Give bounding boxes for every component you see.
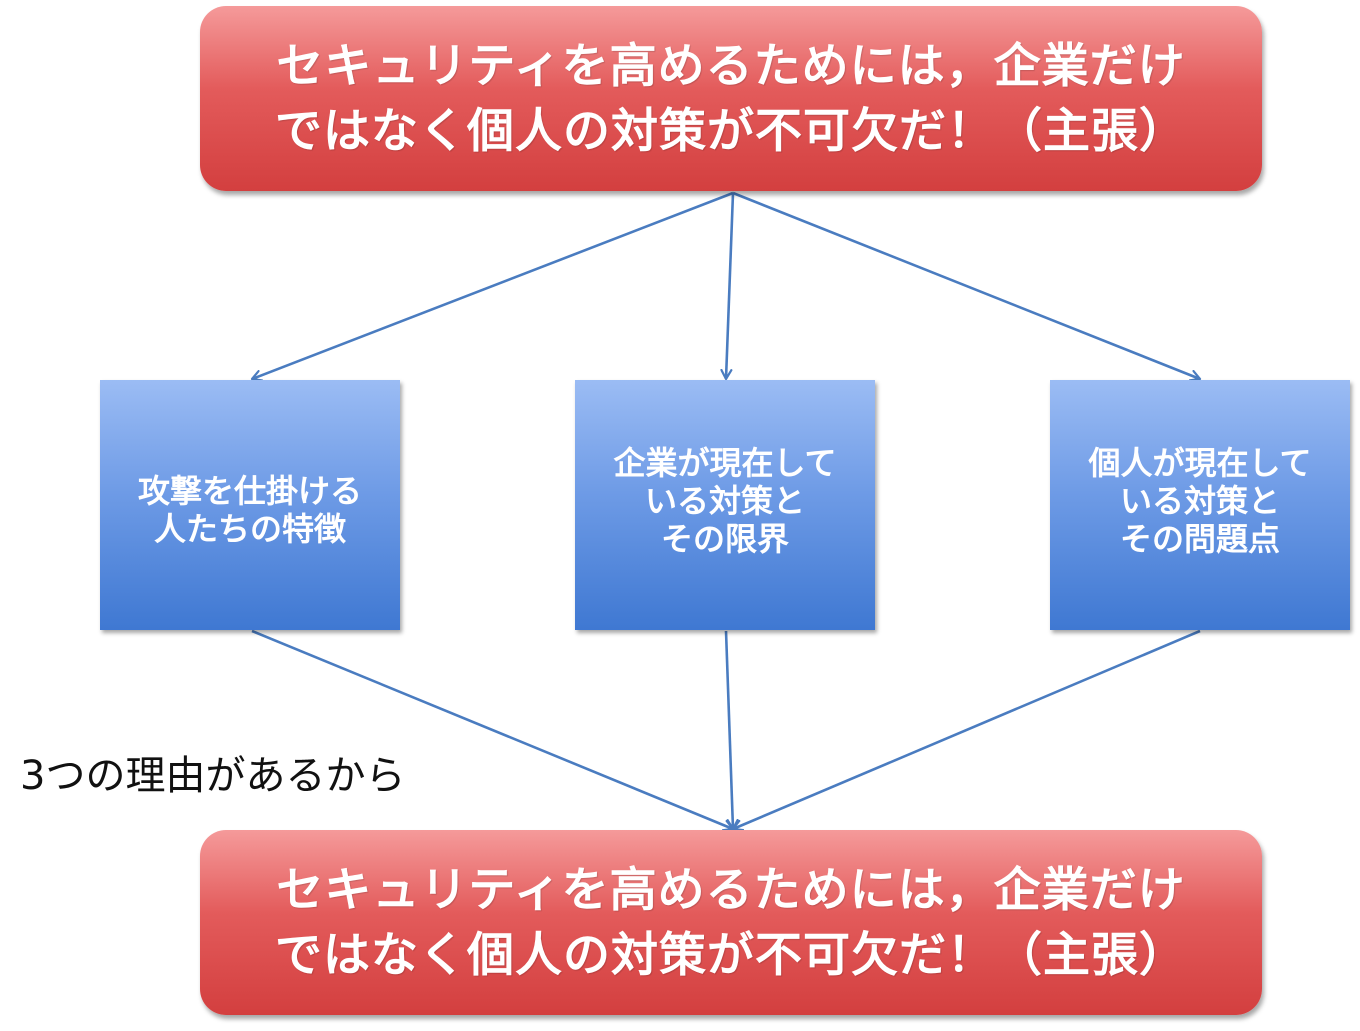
claim-text-bottom: セキュリティを高めるためには，企業だけ ではなく個人の対策が不可欠だ！（主張）	[275, 862, 1187, 983]
reason-box-individual-measures: 個人が現在して いる対策と その問題点	[1050, 380, 1350, 630]
reason-box-attackers: 攻撃を仕掛ける 人たちの特徴	[100, 380, 400, 630]
arrow-claim-to-reason-3	[732, 191, 1200, 379]
claim-text-top: セキュリティを高めるためには，企業だけ ではなく個人の対策が不可欠だ！（主張）	[275, 38, 1187, 159]
arrow-reason-2-to-conclusion	[724, 630, 733, 829]
reason-text-corporate-measures: 企業が現在して いる対策と その限界	[613, 444, 837, 558]
arrow-reason-1-to-conclusion	[251, 629, 733, 829]
arrow-claim-to-reason-1	[252, 191, 734, 379]
arrow-reason-3-to-conclusion	[733, 629, 1201, 829]
claim-box-bottom: セキュリティを高めるためには，企業だけ ではなく個人の対策が不可欠だ！（主張）	[200, 830, 1262, 1015]
claim-box-top: セキュリティを高めるためには，企業だけ ではなく個人の対策が不可欠だ！（主張）	[200, 6, 1262, 191]
arrow-claim-to-reason-2	[726, 192, 735, 379]
reason-text-individual-measures: 個人が現在して いる対策と その問題点	[1088, 444, 1312, 558]
three-reasons-label: 3つの理由があるから	[20, 753, 406, 799]
reason-text-attackers: 攻撃を仕掛ける 人たちの特徴	[137, 472, 362, 548]
reason-box-corporate-measures: 企業が現在して いる対策と その限界	[575, 380, 875, 630]
